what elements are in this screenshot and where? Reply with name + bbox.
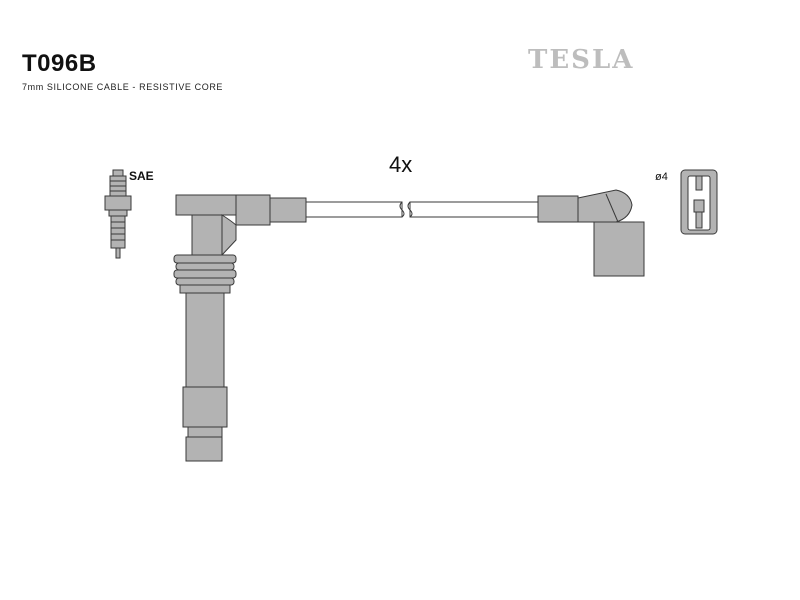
spark-plug-boot bbox=[173, 194, 307, 462]
cable-description: 7mm SILICONE CABLE - RESISTIVE CORE bbox=[22, 82, 224, 92]
ignition-cable bbox=[305, 201, 539, 218]
quantity-label: 4x bbox=[389, 152, 413, 177]
part-number: T096B bbox=[22, 50, 97, 77]
brand-logo: TESLA bbox=[528, 45, 635, 75]
spark-plug-icon bbox=[104, 169, 132, 259]
terminal-detail-icon bbox=[680, 169, 718, 235]
coil-connector bbox=[537, 189, 645, 277]
spark-plug-type-label: SAE bbox=[129, 169, 154, 183]
terminal-diameter-label: ø4 bbox=[655, 171, 668, 183]
